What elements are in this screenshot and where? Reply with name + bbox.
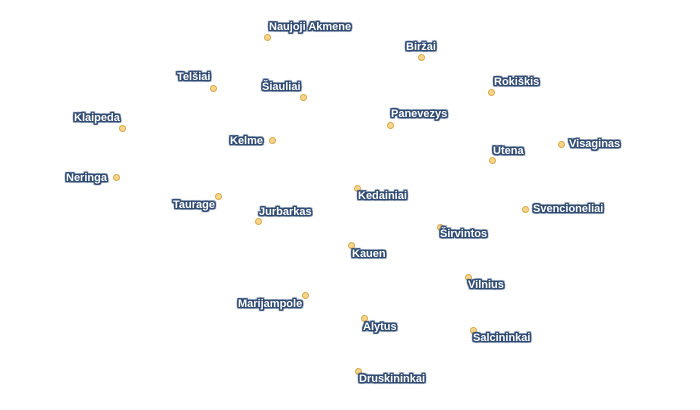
city-label-jurbarkas: Jurbarkas [259,206,312,218]
city-marker-salcininkai[interactable] [470,327,477,334]
city-marker-klaipeda[interactable] [119,125,126,132]
city-marker-alytus[interactable] [361,315,368,322]
city-label-kedainiai: Kedainiai [358,190,407,202]
city-marker-druskininkai[interactable] [355,368,362,375]
city-label-druskininkai: Druskininkai [359,373,426,385]
city-label-taurage: Taurage [173,199,215,211]
city-marker-utena[interactable] [489,157,496,164]
city-label-kauen: Kauen [352,248,386,260]
city-label-rokiskis: Rokiškis [494,76,540,88]
city-label-alytus: Alytus [363,321,397,333]
city-label-utena: Utena [493,145,524,157]
city-marker-svencioneliai[interactable] [522,206,529,213]
city-marker-jurbarkas[interactable] [255,218,262,225]
city-label-siauliai: Šiauliai [262,81,301,93]
city-label-visaginas: Visaginas [569,138,621,150]
city-marker-kedainiai[interactable] [354,185,361,192]
city-label-birzai: Biržai [406,41,436,53]
city-label-kelme: Kelme [230,135,264,147]
city-marker-birzai[interactable] [418,54,425,61]
city-label-neringa: Neringa [66,172,107,184]
city-label-svencioneliai: Svencioneliai [533,203,604,215]
city-marker-visaginas[interactable] [558,141,565,148]
city-label-sirvintos: Širvintos [440,228,488,240]
city-marker-sirvintos[interactable] [437,224,444,231]
city-label-telsiai: Telšiai [177,71,211,83]
city-marker-panevezys[interactable] [387,122,394,129]
city-label-salcininkai: Salcininkai [473,332,531,344]
city-marker-telsiai[interactable] [210,85,217,92]
city-marker-naujoji-akmene[interactable] [264,34,271,41]
city-marker-neringa[interactable] [113,174,120,181]
city-label-vilnius: Vilnius [468,279,504,291]
city-marker-rokiskis[interactable] [488,89,495,96]
city-marker-siauliai[interactable] [300,94,307,101]
city-marker-kelme[interactable] [269,137,276,144]
city-marker-kauen[interactable] [348,242,355,249]
city-label-marijampole: Marijampole [238,298,303,310]
city-marker-marijampole[interactable] [302,292,309,299]
city-label-klaipeda: Klaipeda [74,112,120,124]
city-label-panevezys: Panevezys [391,108,448,120]
city-label-naujoji-akmene: Naujoji Akmene [269,21,352,33]
city-marker-vilnius[interactable] [465,274,472,281]
city-marker-taurage[interactable] [215,193,222,200]
